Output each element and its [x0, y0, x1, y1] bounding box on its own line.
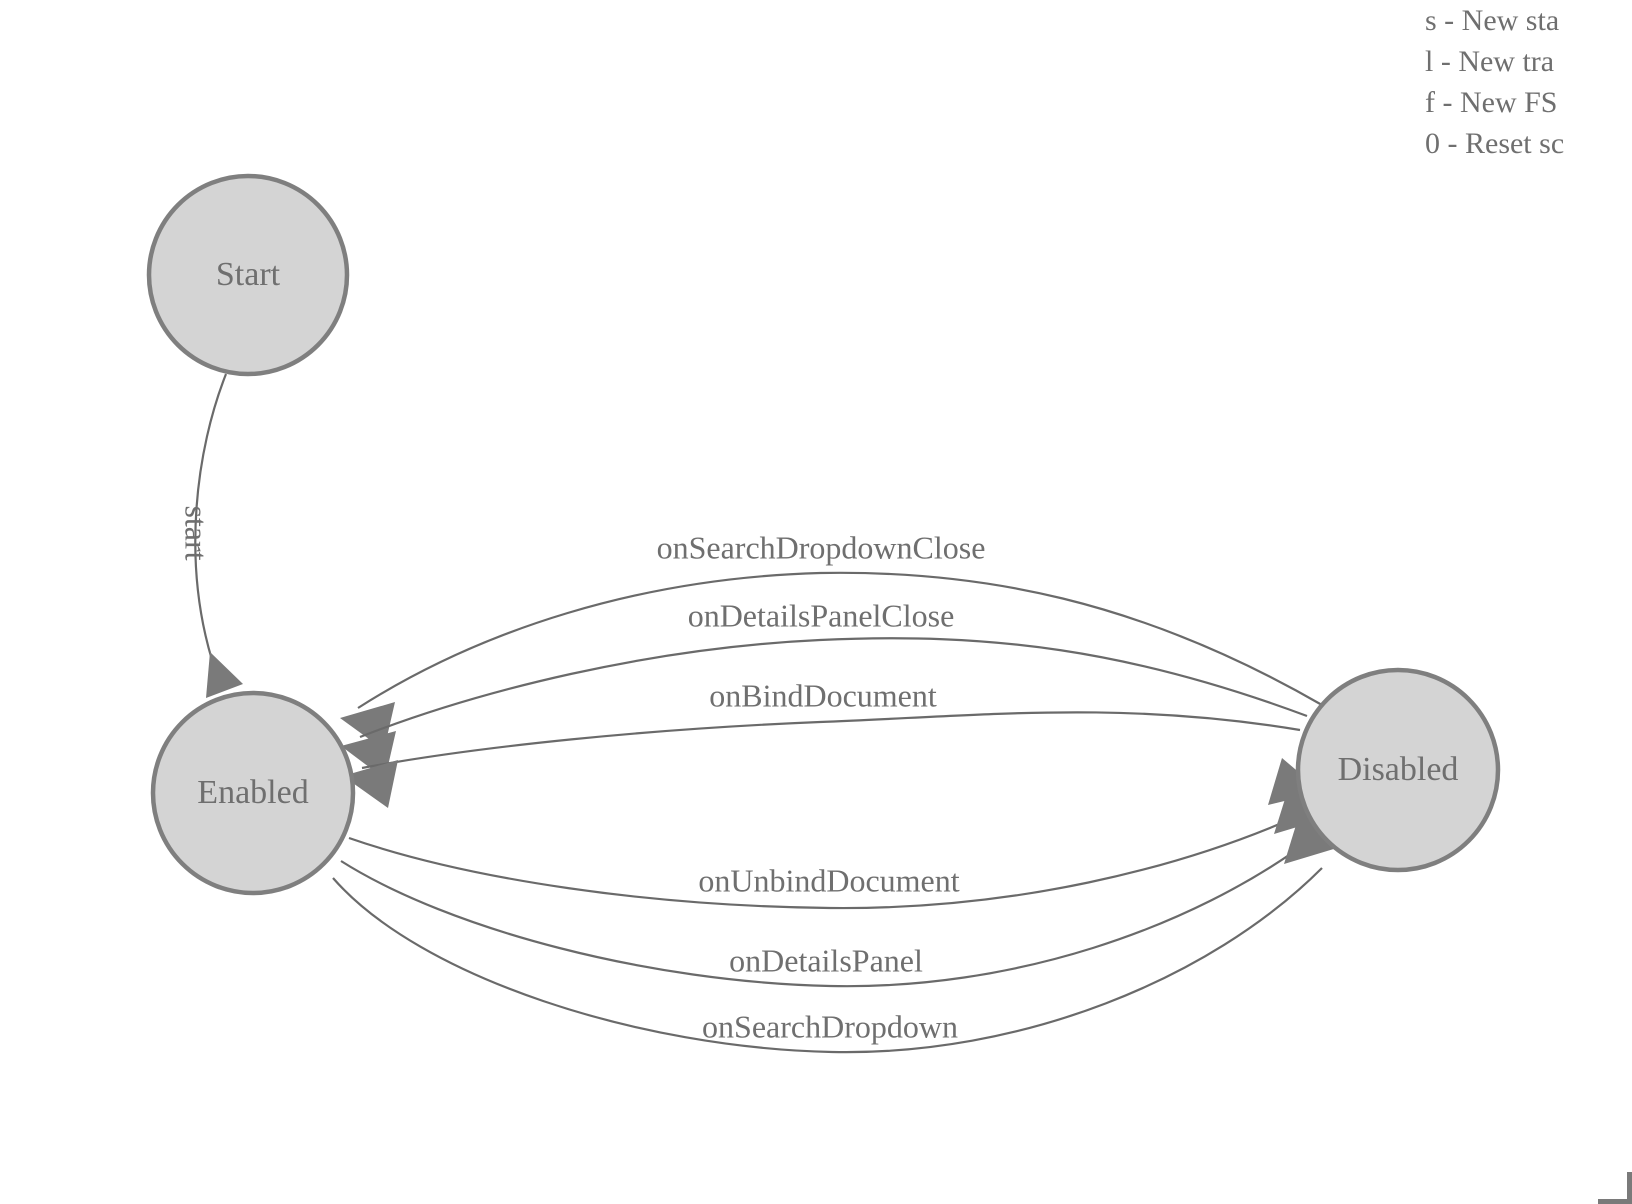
transition-on-bind-document-arrowhead [343, 760, 398, 808]
corner-bracket-horizontal-rule [1598, 1199, 1632, 1204]
transition-label-on-unbind-document: onUnbindDocument [698, 862, 959, 898]
transition-label-on-details-panel-close: onDetailsPanelClose [688, 597, 955, 633]
panel-corner-bracket [1598, 1172, 1632, 1204]
transition-start-arrowhead [206, 652, 243, 698]
transition-on-bind-document-path[interactable] [361, 711, 1301, 770]
transition-on-search-dropdown-path[interactable] [332, 867, 1323, 1054]
transition-label-on-search-dropdown-close: onSearchDropdownClose [657, 529, 986, 565]
transition-start-path[interactable] [194, 373, 228, 661]
transition-label-on-bind-document: onBindDocument [709, 677, 937, 713]
transition-label-start: start [179, 505, 215, 560]
transition-label-on-details-panel: onDetailsPanel [729, 942, 923, 978]
state-label-disabled: Disabled [1338, 751, 1459, 788]
state-circle-enabled[interactable] [150, 690, 356, 896]
transition-on-search-dropdown-arrowhead [1284, 812, 1337, 864]
transition-label-on-search-dropdown: onSearchDropdown [702, 1008, 958, 1044]
state-node-disabled[interactable]: Disabled [1295, 667, 1501, 873]
transition-on-search-dropdown[interactable] [332, 812, 1337, 1054]
state-circle-disabled[interactable] [1295, 667, 1501, 873]
transition-on-details-panel-close-path[interactable] [359, 637, 1308, 739]
transition-on-search-dropdown-close-path[interactable] [357, 571, 1323, 709]
transition-on-details-panel-path[interactable] [340, 837, 1314, 988]
state-circle-start[interactable] [146, 173, 350, 377]
transition-start[interactable] [194, 373, 243, 698]
state-node-start[interactable]: Start [146, 173, 350, 377]
state-label-start: Start [216, 256, 281, 293]
transition-on-bind-document[interactable] [343, 711, 1301, 808]
state-label-enabled: Enabled [197, 774, 308, 811]
corner-bracket-vertical-rule [1627, 1172, 1632, 1204]
transition-on-unbind-document-path[interactable] [348, 810, 1308, 910]
state-node-enabled[interactable]: Enabled [150, 690, 356, 896]
